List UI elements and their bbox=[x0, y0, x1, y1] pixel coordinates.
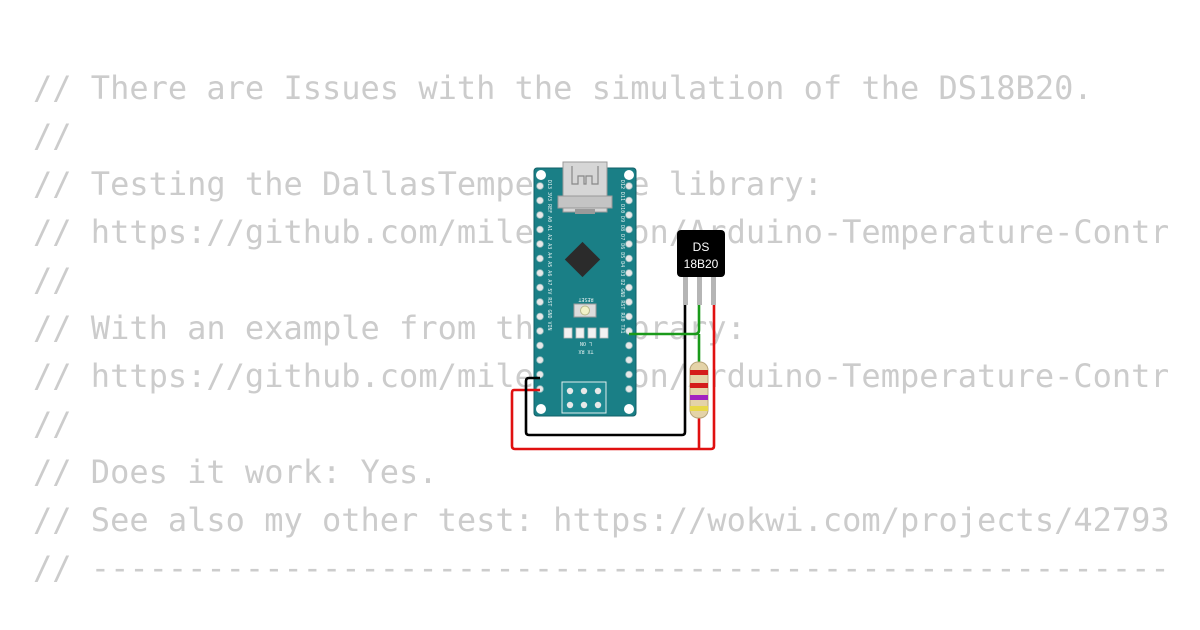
power-wire[interactable] bbox=[510, 293, 716, 451]
header-pin[interactable] bbox=[625, 283, 633, 292]
resistor-band bbox=[690, 370, 708, 375]
header-pin[interactable] bbox=[536, 312, 544, 321]
header-pin[interactable] bbox=[536, 225, 544, 234]
header-pin[interactable] bbox=[625, 182, 633, 190]
header-pin[interactable] bbox=[625, 298, 633, 306]
header-pin[interactable] bbox=[536, 269, 544, 277]
pullup-resistor[interactable] bbox=[689, 361, 709, 419]
code-line: // Does it work: Yes. bbox=[33, 453, 438, 491]
resistor-band bbox=[690, 395, 708, 400]
arduino-nano-board[interactable]: D13 3V3 REF A0 A1 A2 A3 A4 A5 A6 A7 5V R… bbox=[533, 161, 637, 417]
header-pin[interactable] bbox=[625, 341, 633, 350]
header-pin[interactable] bbox=[536, 240, 544, 248]
header-pin[interactable] bbox=[625, 370, 633, 379]
header-pin[interactable] bbox=[536, 254, 544, 263]
icsp-header bbox=[561, 381, 607, 414]
header-pin[interactable] bbox=[625, 312, 633, 321]
header-pin[interactable] bbox=[625, 356, 633, 364]
left-pin-labels: D13 3V3 REF A0 A1 A2 A3 A4 A5 A6 A7 5V R… bbox=[546, 180, 552, 331]
resistor-band bbox=[690, 406, 708, 411]
header-pin[interactable] bbox=[536, 327, 544, 335]
wires[interactable] bbox=[510, 293, 716, 451]
header-pin[interactable] bbox=[536, 283, 544, 292]
header-pin[interactable] bbox=[536, 211, 544, 219]
led-labels: L ON bbox=[580, 340, 592, 346]
resistor-band bbox=[690, 383, 708, 388]
header-pin[interactable] bbox=[625, 211, 633, 219]
reset-button[interactable]: RESET bbox=[573, 296, 597, 318]
circuit-diagram[interactable]: D13 3V3 REF A0 A1 A2 A3 A4 A5 A6 A7 5V R… bbox=[500, 150, 740, 460]
header-pin[interactable] bbox=[536, 298, 544, 306]
sensor-label-line1: DS bbox=[693, 240, 710, 254]
usb-connector bbox=[557, 161, 613, 214]
mounting-hole bbox=[536, 404, 546, 414]
ds18b20-sensor[interactable]: DS 18B20 bbox=[677, 230, 725, 305]
header-pin[interactable] bbox=[536, 356, 544, 364]
mounting-hole bbox=[624, 170, 634, 180]
data-wire[interactable] bbox=[629, 293, 701, 336]
header-pin[interactable] bbox=[625, 225, 633, 234]
sensor-lead-dq bbox=[697, 275, 702, 305]
status-leds: L ON TX RX bbox=[563, 327, 609, 354]
microcontroller-chip bbox=[564, 241, 601, 278]
code-line: // There are Issues with the simulation … bbox=[33, 69, 1093, 107]
reset-label: RESET bbox=[578, 296, 593, 302]
code-line: // bbox=[33, 117, 72, 155]
header-pin[interactable] bbox=[625, 240, 633, 248]
header-pin[interactable] bbox=[625, 269, 633, 277]
code-line: // -------------------------------------… bbox=[33, 549, 1168, 587]
header-pin[interactable] bbox=[536, 196, 544, 205]
sensor-lead-vdd bbox=[711, 275, 716, 305]
header-pin[interactable] bbox=[536, 341, 544, 350]
code-line: // See also my other test: https://wokwi… bbox=[33, 501, 1168, 539]
code-line: // bbox=[33, 261, 72, 299]
sensor-lead-gnd bbox=[683, 275, 688, 305]
ground-wire[interactable] bbox=[524, 293, 687, 437]
right-pin-header[interactable] bbox=[625, 182, 633, 393]
txrx-labels: TX RX bbox=[578, 348, 593, 354]
left-pin-header[interactable] bbox=[536, 182, 544, 393]
mounting-hole bbox=[624, 404, 634, 414]
sensor-label-line2: 18B20 bbox=[684, 257, 719, 271]
header-pin[interactable] bbox=[625, 254, 633, 263]
mounting-hole bbox=[536, 170, 546, 180]
header-pin[interactable] bbox=[625, 385, 633, 393]
header-pin[interactable] bbox=[536, 182, 544, 190]
code-line: // bbox=[33, 405, 72, 443]
sensor-body bbox=[677, 230, 725, 277]
header-pin[interactable] bbox=[625, 196, 633, 205]
right-pin-labels: D12 D11 D10 D9 D8 D7 D6 D5 D4 D3 D2 GND … bbox=[619, 180, 625, 334]
